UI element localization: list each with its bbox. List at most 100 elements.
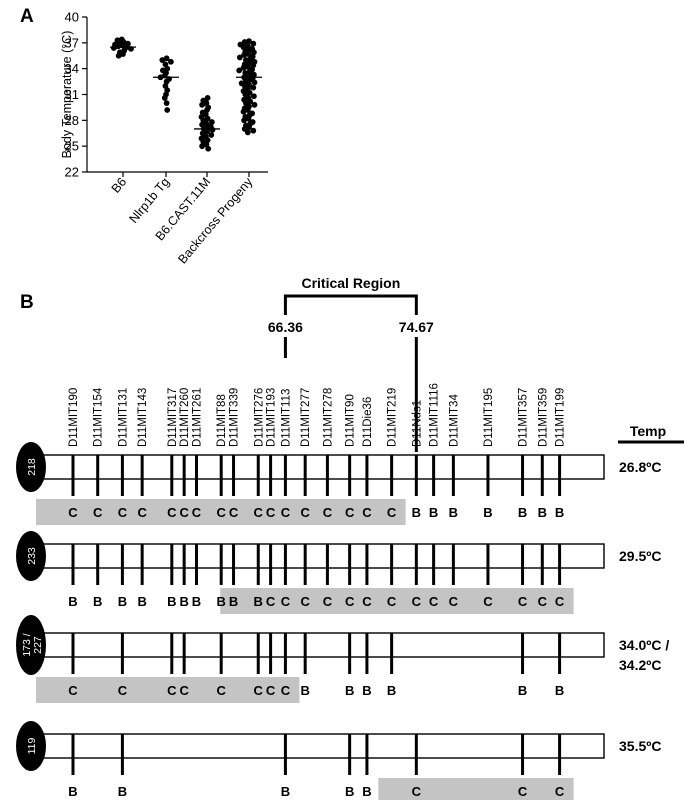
data-point bbox=[251, 101, 258, 108]
marker-label: D11MIT199 bbox=[555, 388, 567, 447]
genotype-call: C bbox=[118, 683, 128, 698]
genotype-call: C bbox=[192, 505, 202, 520]
genotype-call: B bbox=[345, 784, 354, 799]
data-point bbox=[236, 67, 243, 74]
data-point bbox=[240, 108, 247, 115]
data-point bbox=[241, 117, 248, 124]
data-point bbox=[159, 57, 166, 63]
genotype-call: B bbox=[229, 594, 238, 609]
genotype-call: C bbox=[254, 505, 264, 520]
mouse-id: 218 bbox=[26, 458, 38, 476]
genotype-call: C bbox=[323, 594, 333, 609]
genotype-shade-region bbox=[36, 677, 300, 703]
panel-a-label: A bbox=[20, 6, 34, 27]
genotype-call: C bbox=[518, 594, 528, 609]
genotype-call: B bbox=[118, 594, 127, 609]
genotype-shade-region bbox=[220, 588, 574, 614]
genotype-call: B bbox=[449, 505, 458, 520]
marker-label: D11MIT278 bbox=[322, 388, 334, 447]
genotype-call: C bbox=[323, 505, 333, 520]
genotype-call: C bbox=[217, 505, 227, 520]
genotype-call: C bbox=[362, 505, 372, 520]
genotype-call: B bbox=[538, 505, 547, 520]
genotype-call: C bbox=[538, 594, 548, 609]
genotype-call: C bbox=[68, 505, 78, 520]
data-point bbox=[209, 126, 216, 133]
genotype-call: B bbox=[555, 505, 564, 520]
chromosome-bar bbox=[41, 733, 605, 759]
genotype-call: B bbox=[412, 505, 421, 520]
marker-label: D11MIT154 bbox=[93, 387, 105, 447]
marker-label: D11MIT219 bbox=[387, 388, 399, 447]
y-tick-label: 37 bbox=[65, 35, 79, 50]
marker-label: D11MIT131 bbox=[117, 388, 129, 447]
genotype-call: C bbox=[429, 594, 439, 609]
marker-label: D11MIT276 bbox=[253, 388, 265, 447]
genotype-call: B bbox=[93, 594, 102, 609]
data-point bbox=[244, 64, 251, 70]
data-point bbox=[161, 95, 168, 101]
genotype-call: C bbox=[387, 505, 397, 520]
data-point bbox=[247, 76, 254, 83]
genotype-call: C bbox=[281, 594, 291, 609]
data-point bbox=[251, 93, 257, 100]
data-point bbox=[236, 54, 243, 61]
mouse-temp: 34.2ºC bbox=[619, 657, 661, 673]
genotype-call: C bbox=[300, 594, 310, 609]
genotype-call: C bbox=[167, 505, 177, 520]
chromosome-bar bbox=[41, 543, 605, 569]
genotype-call: B bbox=[167, 594, 176, 609]
genotype-call: C bbox=[266, 505, 276, 520]
y-tick-label: 22 bbox=[65, 165, 79, 180]
genotype-call: B bbox=[68, 784, 77, 799]
genotype-call: B bbox=[345, 683, 354, 698]
data-point bbox=[251, 79, 258, 86]
genotype-call: B bbox=[518, 683, 527, 698]
genotype-call: B bbox=[192, 594, 201, 609]
genotype-call: B bbox=[281, 784, 290, 799]
genotype-call: C bbox=[449, 594, 459, 609]
genotype-call: B bbox=[300, 683, 309, 698]
y-tick-label: 40 bbox=[65, 10, 79, 25]
marker-label: D11MIT277 bbox=[300, 388, 312, 447]
data-point bbox=[241, 51, 248, 58]
data-point bbox=[243, 77, 249, 84]
genotype-call: B bbox=[387, 683, 396, 698]
marker-label: D11MIT143 bbox=[137, 388, 149, 447]
genotype-call: C bbox=[483, 594, 493, 609]
data-point bbox=[163, 100, 170, 107]
genotype-call: C bbox=[167, 683, 177, 698]
marker-label: D11MIT190 bbox=[68, 388, 80, 447]
marker-label: D11MIT359 bbox=[537, 388, 549, 447]
mouse-id-badge bbox=[16, 531, 46, 581]
marker-label: D11MIT90 bbox=[345, 394, 357, 447]
y-tick-label: 25 bbox=[65, 139, 79, 154]
data-point bbox=[240, 64, 247, 71]
marker-label: D11Nds1 bbox=[411, 400, 423, 447]
genotype-call: C bbox=[345, 505, 355, 520]
genotype-call: C bbox=[412, 594, 422, 609]
marker-label: D11MIT88 bbox=[216, 394, 228, 447]
data-point bbox=[244, 129, 251, 136]
genotype-call: C bbox=[179, 683, 189, 698]
mouse-temp: 35.5ºC bbox=[619, 738, 661, 754]
data-point bbox=[208, 132, 215, 138]
chromosome-bar bbox=[41, 454, 605, 480]
mouse-id: 173 / bbox=[21, 633, 33, 656]
data-point bbox=[168, 58, 174, 65]
genotype-call: B bbox=[179, 594, 188, 609]
mouse-id: 227 bbox=[32, 636, 44, 654]
critical-region-left-value: 66.36 bbox=[268, 319, 303, 335]
genotype-call: C bbox=[118, 505, 128, 520]
data-point bbox=[241, 39, 248, 45]
genotype-call: C bbox=[412, 784, 422, 799]
y-tick-label: 34 bbox=[65, 61, 79, 76]
data-point bbox=[205, 145, 212, 152]
genotype-call: B bbox=[362, 683, 371, 698]
critical-region-title: Critical Region bbox=[301, 275, 400, 291]
genotype-call: B bbox=[217, 594, 226, 609]
